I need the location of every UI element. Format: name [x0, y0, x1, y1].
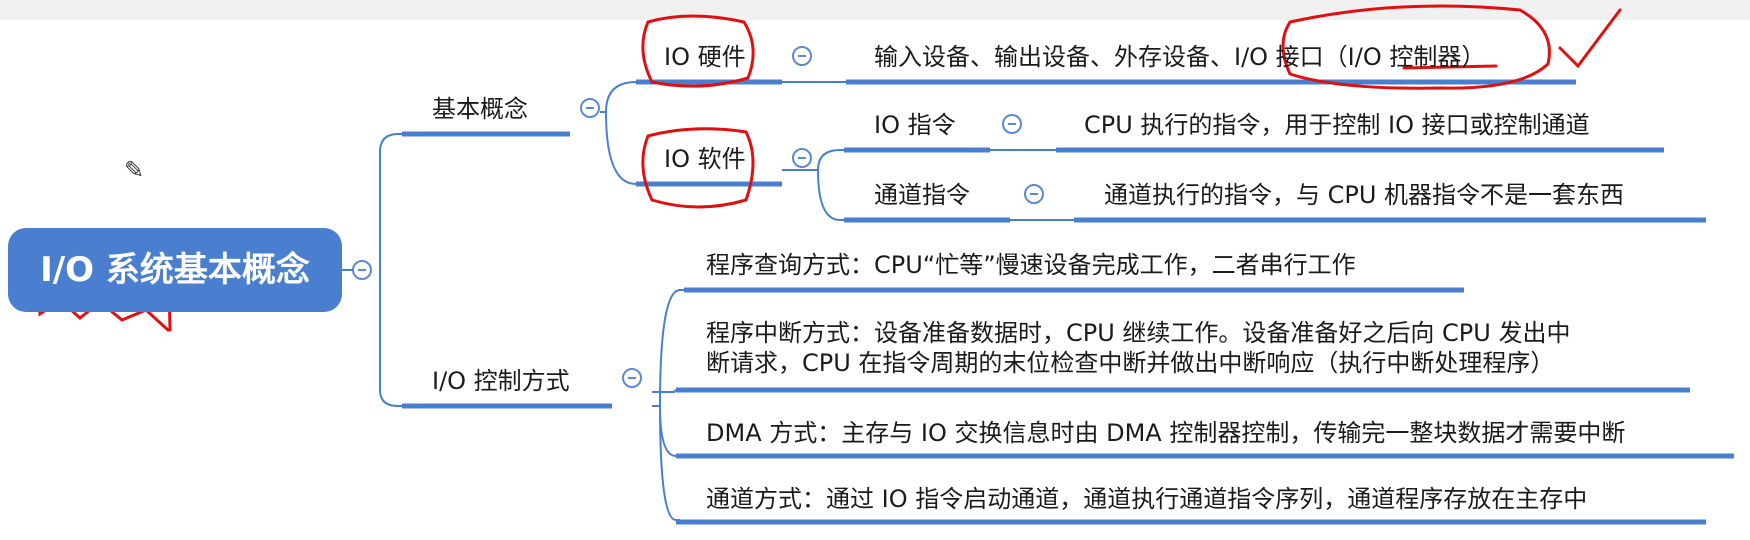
collapse-root-toggle-icon[interactable]: [352, 260, 372, 280]
connector-basic-to-hw: [600, 81, 640, 113]
node-io-hardware[interactable]: IO 硬件: [664, 43, 746, 71]
connector-control-to-m4: [652, 405, 680, 521]
root-node-label: I/O 系统基本概念: [40, 250, 310, 290]
collapse-basic-toggle-icon[interactable]: [580, 98, 600, 118]
note-io-hardware[interactable]: 输入设备、输出设备、外存设备、I/O 接口（I/O 控制器）: [874, 43, 1486, 71]
method-channel[interactable]: 通道方式：通过 IO 指令启动通道，通道执行通道指令序列，通道程序存放在主存中: [706, 485, 1588, 513]
connector-basic-to-sw: [600, 111, 640, 185]
connector-root-to-control: [379, 270, 402, 407]
top-toolbar-strip: [0, 0, 1750, 20]
collapse-ioinst-toggle-icon[interactable]: [1002, 114, 1022, 134]
collapse-control-toggle-icon[interactable]: [622, 368, 642, 388]
annotation-circle-hw: [641, 14, 755, 88]
connector-control-to-m1: [652, 289, 684, 407]
method-polling[interactable]: 程序查询方式：CPU“忙等”慢速设备完成工作，二者串行工作: [706, 251, 1356, 279]
collapse-chinst-toggle-icon[interactable]: [1024, 184, 1044, 204]
connector-sw-to-chinst: [782, 169, 844, 221]
branch-basic-concepts[interactable]: 基本概念: [432, 95, 528, 123]
pencil-cursor-icon: ✎: [124, 156, 145, 184]
annotation-underline-controller: [1402, 64, 1498, 70]
annotation-circle-interface: [1281, 4, 1551, 90]
method-interrupt[interactable]: 程序中断方式：设备准备数据时，CPU 继续工作。设备准备好之后向 CPU 发出中…: [706, 318, 1570, 378]
method-interrupt-line-1: 程序中断方式：设备准备数据时，CPU 继续工作。设备准备好之后向 CPU 发出中: [706, 319, 1571, 347]
collapse-sw-toggle-icon[interactable]: [792, 148, 812, 168]
method-interrupt-line-2: 断请求，CPU 在指令周期的末位检查中断并做出中断响应（执行中断处理程序）: [706, 349, 1555, 377]
note-io-instruction[interactable]: CPU 执行的指令，用于控制 IO 接口或控制通道: [1084, 111, 1590, 139]
note-channel-instruction[interactable]: 通道执行的指令，与 CPU 机器指令不是一套东西: [1104, 181, 1625, 209]
branch-io-control-methods[interactable]: I/O 控制方式: [432, 367, 570, 395]
connector-control-to-m2: [652, 389, 681, 393]
root-node[interactable]: I/O 系统基本概念: [8, 228, 342, 312]
annotation-circle-sw: [641, 127, 755, 209]
node-io-software[interactable]: IO 软件: [664, 145, 746, 173]
node-channel-instruction[interactable]: 通道指令: [874, 181, 970, 209]
collapse-hw-toggle-icon[interactable]: [792, 46, 812, 66]
node-io-instruction[interactable]: IO 指令: [874, 111, 956, 139]
connector-root-to-basic: [379, 133, 402, 270]
annotation-checkmark: [1558, 8, 1622, 69]
connector-control-to-m3: [652, 405, 680, 457]
method-dma[interactable]: DMA 方式：主存与 IO 交换信息时由 DMA 控制器控制，传输完一整块数据才…: [706, 419, 1626, 447]
